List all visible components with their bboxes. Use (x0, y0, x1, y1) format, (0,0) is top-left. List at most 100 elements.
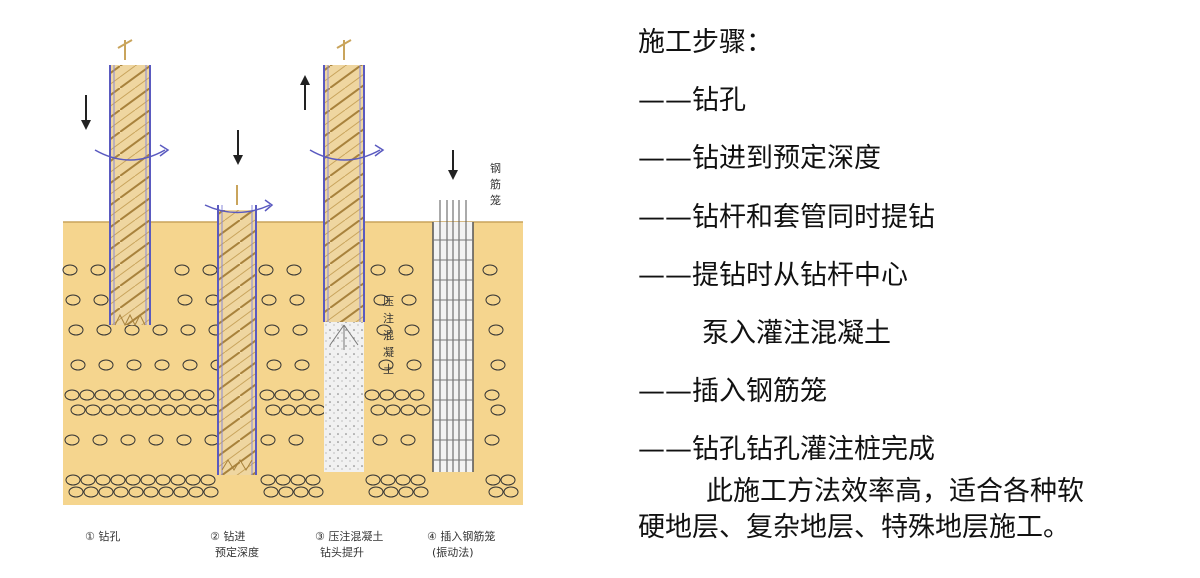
stone (115, 404, 131, 416)
caption-text: 钻头提升 (320, 545, 364, 559)
stone (65, 474, 81, 486)
stone (370, 404, 386, 416)
caption-text: (振动法) (432, 545, 474, 559)
stone (409, 389, 425, 401)
label-char: 压 (383, 295, 394, 308)
stone (90, 264, 106, 276)
pile-1-drilling (94, 39, 170, 327)
stone (68, 324, 84, 336)
stone (62, 264, 78, 276)
stone (190, 404, 206, 416)
stone (125, 474, 141, 486)
step-item: ——钻孔钻孔灌注桩完成 (638, 434, 935, 466)
stone (368, 486, 384, 498)
stone (294, 359, 310, 371)
step-item: ——钻杆和套管同时提钻 (638, 201, 935, 233)
stone (259, 389, 275, 401)
stone (484, 389, 500, 401)
stone (124, 389, 140, 401)
stone (200, 474, 216, 486)
stone (398, 486, 414, 498)
paragraph-line: 此施工方法效率高，适合各种软 (706, 475, 1084, 507)
stone (158, 486, 174, 498)
stone (169, 389, 185, 401)
label-char: 土 (383, 363, 394, 376)
stone (260, 434, 276, 446)
stone (280, 404, 296, 416)
stone (70, 359, 86, 371)
stone (176, 434, 192, 446)
stone (370, 264, 386, 276)
down-arrow-icon (448, 150, 458, 180)
stone (155, 474, 171, 486)
stone (185, 474, 201, 486)
stone (100, 404, 116, 416)
pile-2-drilling-to-depth (204, 185, 274, 475)
stone (413, 486, 429, 498)
stone (92, 434, 108, 446)
stone (490, 404, 506, 416)
stone (286, 264, 302, 276)
stone (109, 389, 125, 401)
stone (177, 294, 193, 306)
stone (203, 486, 219, 498)
stone (278, 486, 294, 498)
stone (265, 404, 281, 416)
stone (85, 404, 101, 416)
stone (406, 359, 422, 371)
stone (500, 474, 516, 486)
caption-text: ① 钻孔 (85, 529, 120, 543)
steps-panel: 施工步骤： ——钻孔 ——钻进到预定深度 ——钻杆和套管同时提钻 ——提钻时从钻… (638, 14, 1198, 546)
stone (365, 474, 381, 486)
caption-text: ③ 压注混凝土 (315, 529, 383, 543)
concrete-label: 压注混凝土 (383, 295, 394, 376)
stone (261, 294, 277, 306)
caption-text: 预定深度 (215, 545, 259, 559)
caption-text: ② 钻进 (210, 529, 245, 543)
stone (404, 324, 420, 336)
stone (80, 474, 96, 486)
stone (383, 486, 399, 498)
stone (93, 294, 109, 306)
stone (128, 486, 144, 498)
up-arrow-icon (300, 75, 310, 110)
stone (484, 434, 500, 446)
method-paragraph: 此施工方法效率高，适合各种软 硬地层、复杂地层、特殊地层施工。 (638, 474, 1198, 546)
stone (488, 486, 504, 498)
stone (395, 474, 411, 486)
stone (70, 404, 86, 416)
stone (305, 474, 321, 486)
stone (380, 474, 396, 486)
stone (140, 474, 156, 486)
stone (264, 324, 280, 336)
stone (490, 359, 506, 371)
rebar-cage-label: 钢筋笼 (490, 162, 501, 207)
pile-4-rebar-cage (432, 200, 474, 472)
stone (488, 324, 504, 336)
stone (410, 474, 426, 486)
stone (304, 389, 320, 401)
stone (174, 264, 190, 276)
stone (400, 404, 416, 416)
stone (274, 389, 290, 401)
stone (275, 474, 291, 486)
stone (400, 434, 416, 446)
stone (143, 486, 159, 498)
stone (170, 474, 186, 486)
stone (364, 389, 380, 401)
stone (94, 389, 110, 401)
stone (293, 486, 309, 498)
steps-heading: 施工步骤： (638, 27, 773, 58)
stone (64, 434, 80, 446)
stone (145, 404, 161, 416)
gravel-stones (62, 264, 519, 498)
label-char: 凝 (383, 345, 394, 359)
stone (398, 264, 414, 276)
down-arrow-icon (233, 130, 243, 165)
step-item: ——钻孔 (638, 85, 746, 117)
pile-3-concrete-pumping (309, 39, 385, 472)
stone (98, 359, 114, 371)
stone (385, 404, 401, 416)
stone (401, 294, 417, 306)
